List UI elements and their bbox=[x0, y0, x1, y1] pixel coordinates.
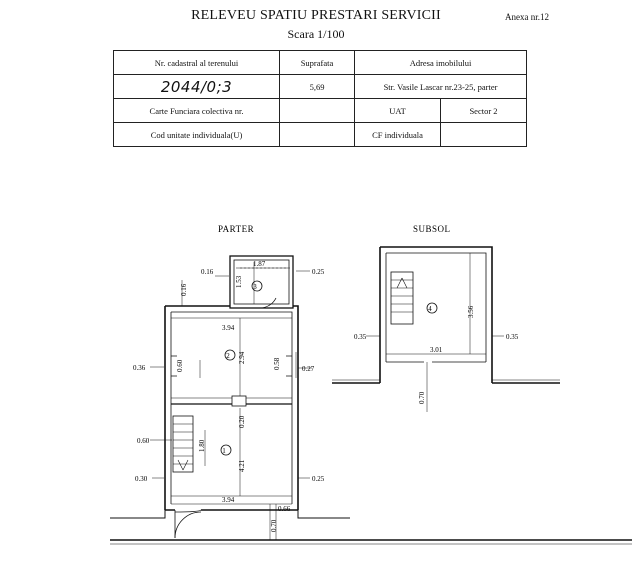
table-cell bbox=[279, 98, 355, 123]
dim-label: 0.35 bbox=[506, 333, 519, 341]
room-number: 3 bbox=[253, 283, 257, 291]
annex-number: Anexa nr.12 bbox=[505, 12, 549, 22]
dim-label: 3.56 bbox=[467, 305, 475, 318]
dim-label: 0.30 bbox=[135, 475, 148, 483]
table-cell: UAT bbox=[354, 98, 441, 123]
dim-label: 0.25 bbox=[312, 475, 325, 483]
dim-label: 0.60 bbox=[176, 359, 184, 372]
dim-label: 3.94 bbox=[222, 496, 235, 504]
table-cell bbox=[440, 122, 527, 147]
table-cell: CF individuala bbox=[354, 122, 441, 147]
dim-label: 3.94 bbox=[222, 324, 235, 332]
dim-label: 0.70 bbox=[270, 519, 278, 532]
dim-label: 0.25 bbox=[312, 268, 325, 276]
dim-label: 1.53 bbox=[235, 275, 243, 288]
dim-label: 0.60 bbox=[137, 437, 150, 445]
room-number: 4 bbox=[428, 305, 432, 313]
table-row: Cod unitate individuala(U) CF individual… bbox=[113, 122, 527, 147]
dim-label: 0.27 bbox=[302, 365, 315, 373]
document-scale: Scara 1/100 bbox=[287, 27, 345, 41]
dim-label: 1.87 bbox=[253, 260, 266, 268]
cadastral-number-handwritten: 2044/0;3 bbox=[113, 74, 280, 99]
document-title: RELEVEU SPATIU PRESTARI SERVICII bbox=[191, 8, 441, 23]
dim-label: 0.35 bbox=[354, 333, 367, 341]
table-cell: Suprafata bbox=[279, 50, 355, 75]
table-row: Carte Funciara colectiva nr. UAT Sector … bbox=[113, 98, 527, 123]
table-cell: Str. Vasile Lascar nr.23-25, parter bbox=[354, 74, 527, 99]
dim-label: 1.80 bbox=[198, 439, 206, 452]
dim-label: 4.21 bbox=[238, 459, 246, 472]
room-3-inner bbox=[233, 259, 290, 305]
dim-label: 0.36 bbox=[133, 364, 146, 372]
table-cell bbox=[279, 122, 355, 147]
subsol-stairs bbox=[390, 271, 414, 325]
cadastral-table: Nr. cadastral al terenului Suprafata Adr… bbox=[113, 50, 527, 147]
parter-title: PARTER bbox=[218, 224, 254, 234]
dim-label: 0.20 bbox=[238, 415, 246, 428]
dim-label: 0.70 bbox=[418, 391, 426, 404]
subsol-plan bbox=[332, 246, 560, 412]
room-3-outline bbox=[229, 255, 294, 309]
dim-label: 0.66 bbox=[278, 505, 291, 513]
dim-label: 0.58 bbox=[273, 357, 281, 370]
dim-label: 0.16 bbox=[201, 268, 214, 276]
room-number: 2 bbox=[226, 352, 230, 360]
stairs bbox=[172, 415, 194, 473]
table-cell: Cod unitate individuala(U) bbox=[113, 122, 280, 147]
dim-label: 0.16 bbox=[180, 283, 188, 296]
dim-label: 2.94 bbox=[238, 351, 246, 364]
subsol-title: SUBSOL bbox=[413, 224, 451, 234]
table-cell: Carte Funciara colectiva nr. bbox=[113, 98, 280, 123]
room-number: 1 bbox=[222, 447, 226, 455]
dim-label: 3.01 bbox=[430, 346, 443, 354]
parter-plan bbox=[110, 255, 632, 545]
